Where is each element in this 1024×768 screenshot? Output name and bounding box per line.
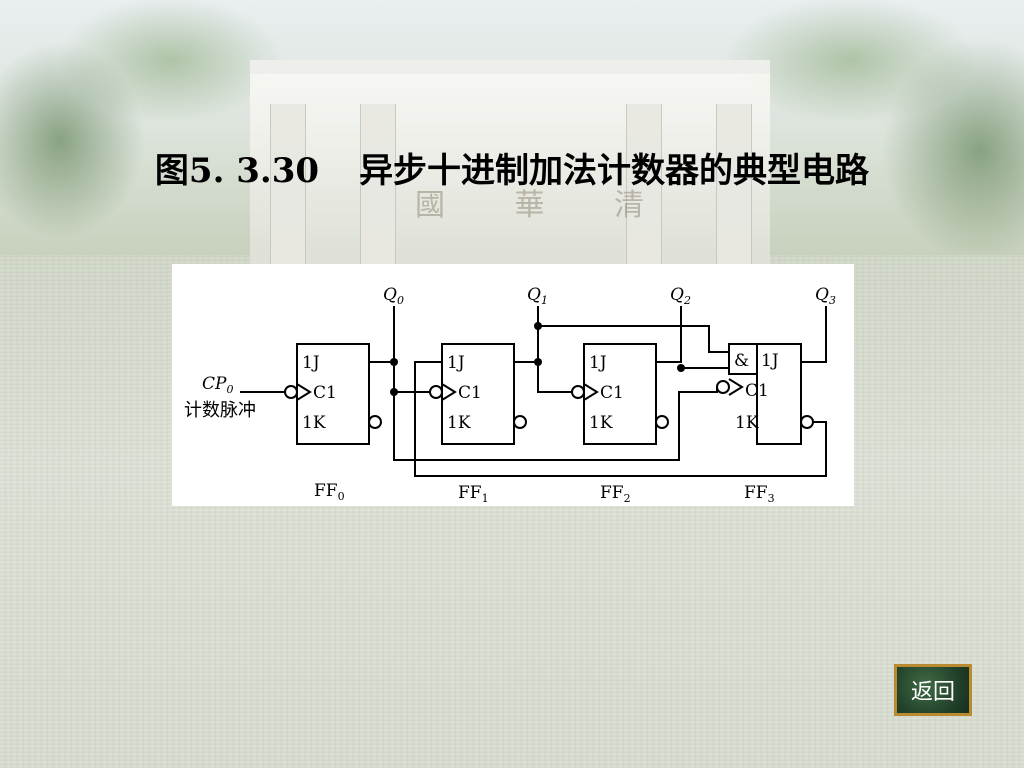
ff2-qbar-bubble [655, 415, 669, 429]
figure-title: 异步十进制加法计数器的典型电路 [359, 151, 870, 191]
ff3-name: FF3 [744, 483, 775, 505]
and-gate-label: & [734, 351, 749, 371]
q0-output-wire [369, 306, 395, 363]
ff1-name: FF1 [458, 483, 489, 505]
q2-label: Q2 [670, 285, 691, 307]
junction-dot [390, 388, 398, 396]
ff2-clock-triangle [583, 383, 599, 401]
ff1-clock-bubble [429, 385, 443, 399]
ff1-j-label: 1J [447, 353, 465, 373]
ff3-box [756, 343, 802, 445]
q3-label: Q3 [815, 285, 836, 307]
ff3-clock-triangle [728, 378, 744, 396]
q3-output-wire [801, 306, 827, 363]
figure-number: 图5. 3.30 [154, 151, 320, 191]
and-gate-box [728, 343, 758, 375]
q1-to-ff2-clock [537, 362, 572, 393]
q2-output-wire [656, 306, 682, 363]
ff0-qbar-bubble [368, 415, 382, 429]
ff0-j-label: 1J [302, 353, 320, 373]
q1-to-and-gate [538, 325, 729, 353]
ff1-c-label: C1 [458, 383, 482, 403]
circuit-diagram: CP0 计数脉冲 Q0 Q1 Q2 Q3 1J C1 1K 1J C1 1K 1… [172, 264, 854, 506]
ff2-name: FF2 [600, 483, 631, 505]
count-pulse-label: 计数脉冲 [184, 400, 256, 421]
junction-dot [677, 364, 685, 372]
ff0-c-label: C1 [313, 383, 337, 403]
ff0-k-label: 1K [302, 413, 326, 433]
ff2-clock-bubble [571, 385, 585, 399]
gate-inscription: 國 華 清 [415, 188, 675, 223]
ff0-name: FF0 [314, 481, 345, 503]
q1-output-wire [514, 306, 539, 363]
q3bar-feedback-wire [414, 361, 827, 477]
junction-dot [390, 358, 398, 366]
q0-label: Q0 [383, 285, 404, 307]
junction-dot [534, 322, 542, 330]
gate-column [716, 104, 752, 269]
ff1-k-label: 1K [447, 413, 471, 433]
ff3-j-label: 1J [761, 351, 779, 371]
campus-gate-image [250, 60, 770, 269]
ff3-clock-bubble [716, 380, 730, 394]
header-banner: 國 華 清 [0, 0, 1024, 269]
ff0-clock-triangle [296, 383, 312, 401]
page-title: 图5. 3.30 异步十进制加法计数器的典型电路 [0, 143, 1024, 192]
gate-column [626, 104, 662, 269]
ff2-c-label: C1 [600, 383, 624, 403]
gate-column [270, 104, 306, 269]
ff2-j-label: 1J [589, 353, 607, 373]
ff3-c-label: C1 [745, 381, 769, 401]
back-button[interactable]: 返回 [894, 664, 972, 716]
ff1-qbar-bubble [513, 415, 527, 429]
ff0-clock-bubble [284, 385, 298, 399]
gate-column [360, 104, 396, 269]
q1-label: Q1 [527, 285, 548, 307]
junction-dot [534, 358, 542, 366]
cp-label: CP0 [202, 374, 233, 396]
ff3-k-label: 1K [735, 413, 759, 433]
ff1-clock-triangle [441, 383, 457, 401]
circuit-svg: CP0 计数脉冲 Q0 Q1 Q2 Q3 1J C1 1K 1J C1 1K 1… [184, 285, 836, 505]
q0-to-ff3-clock [393, 387, 718, 461]
ff2-k-label: 1K [589, 413, 613, 433]
ff3-qbar-bubble [800, 415, 814, 429]
